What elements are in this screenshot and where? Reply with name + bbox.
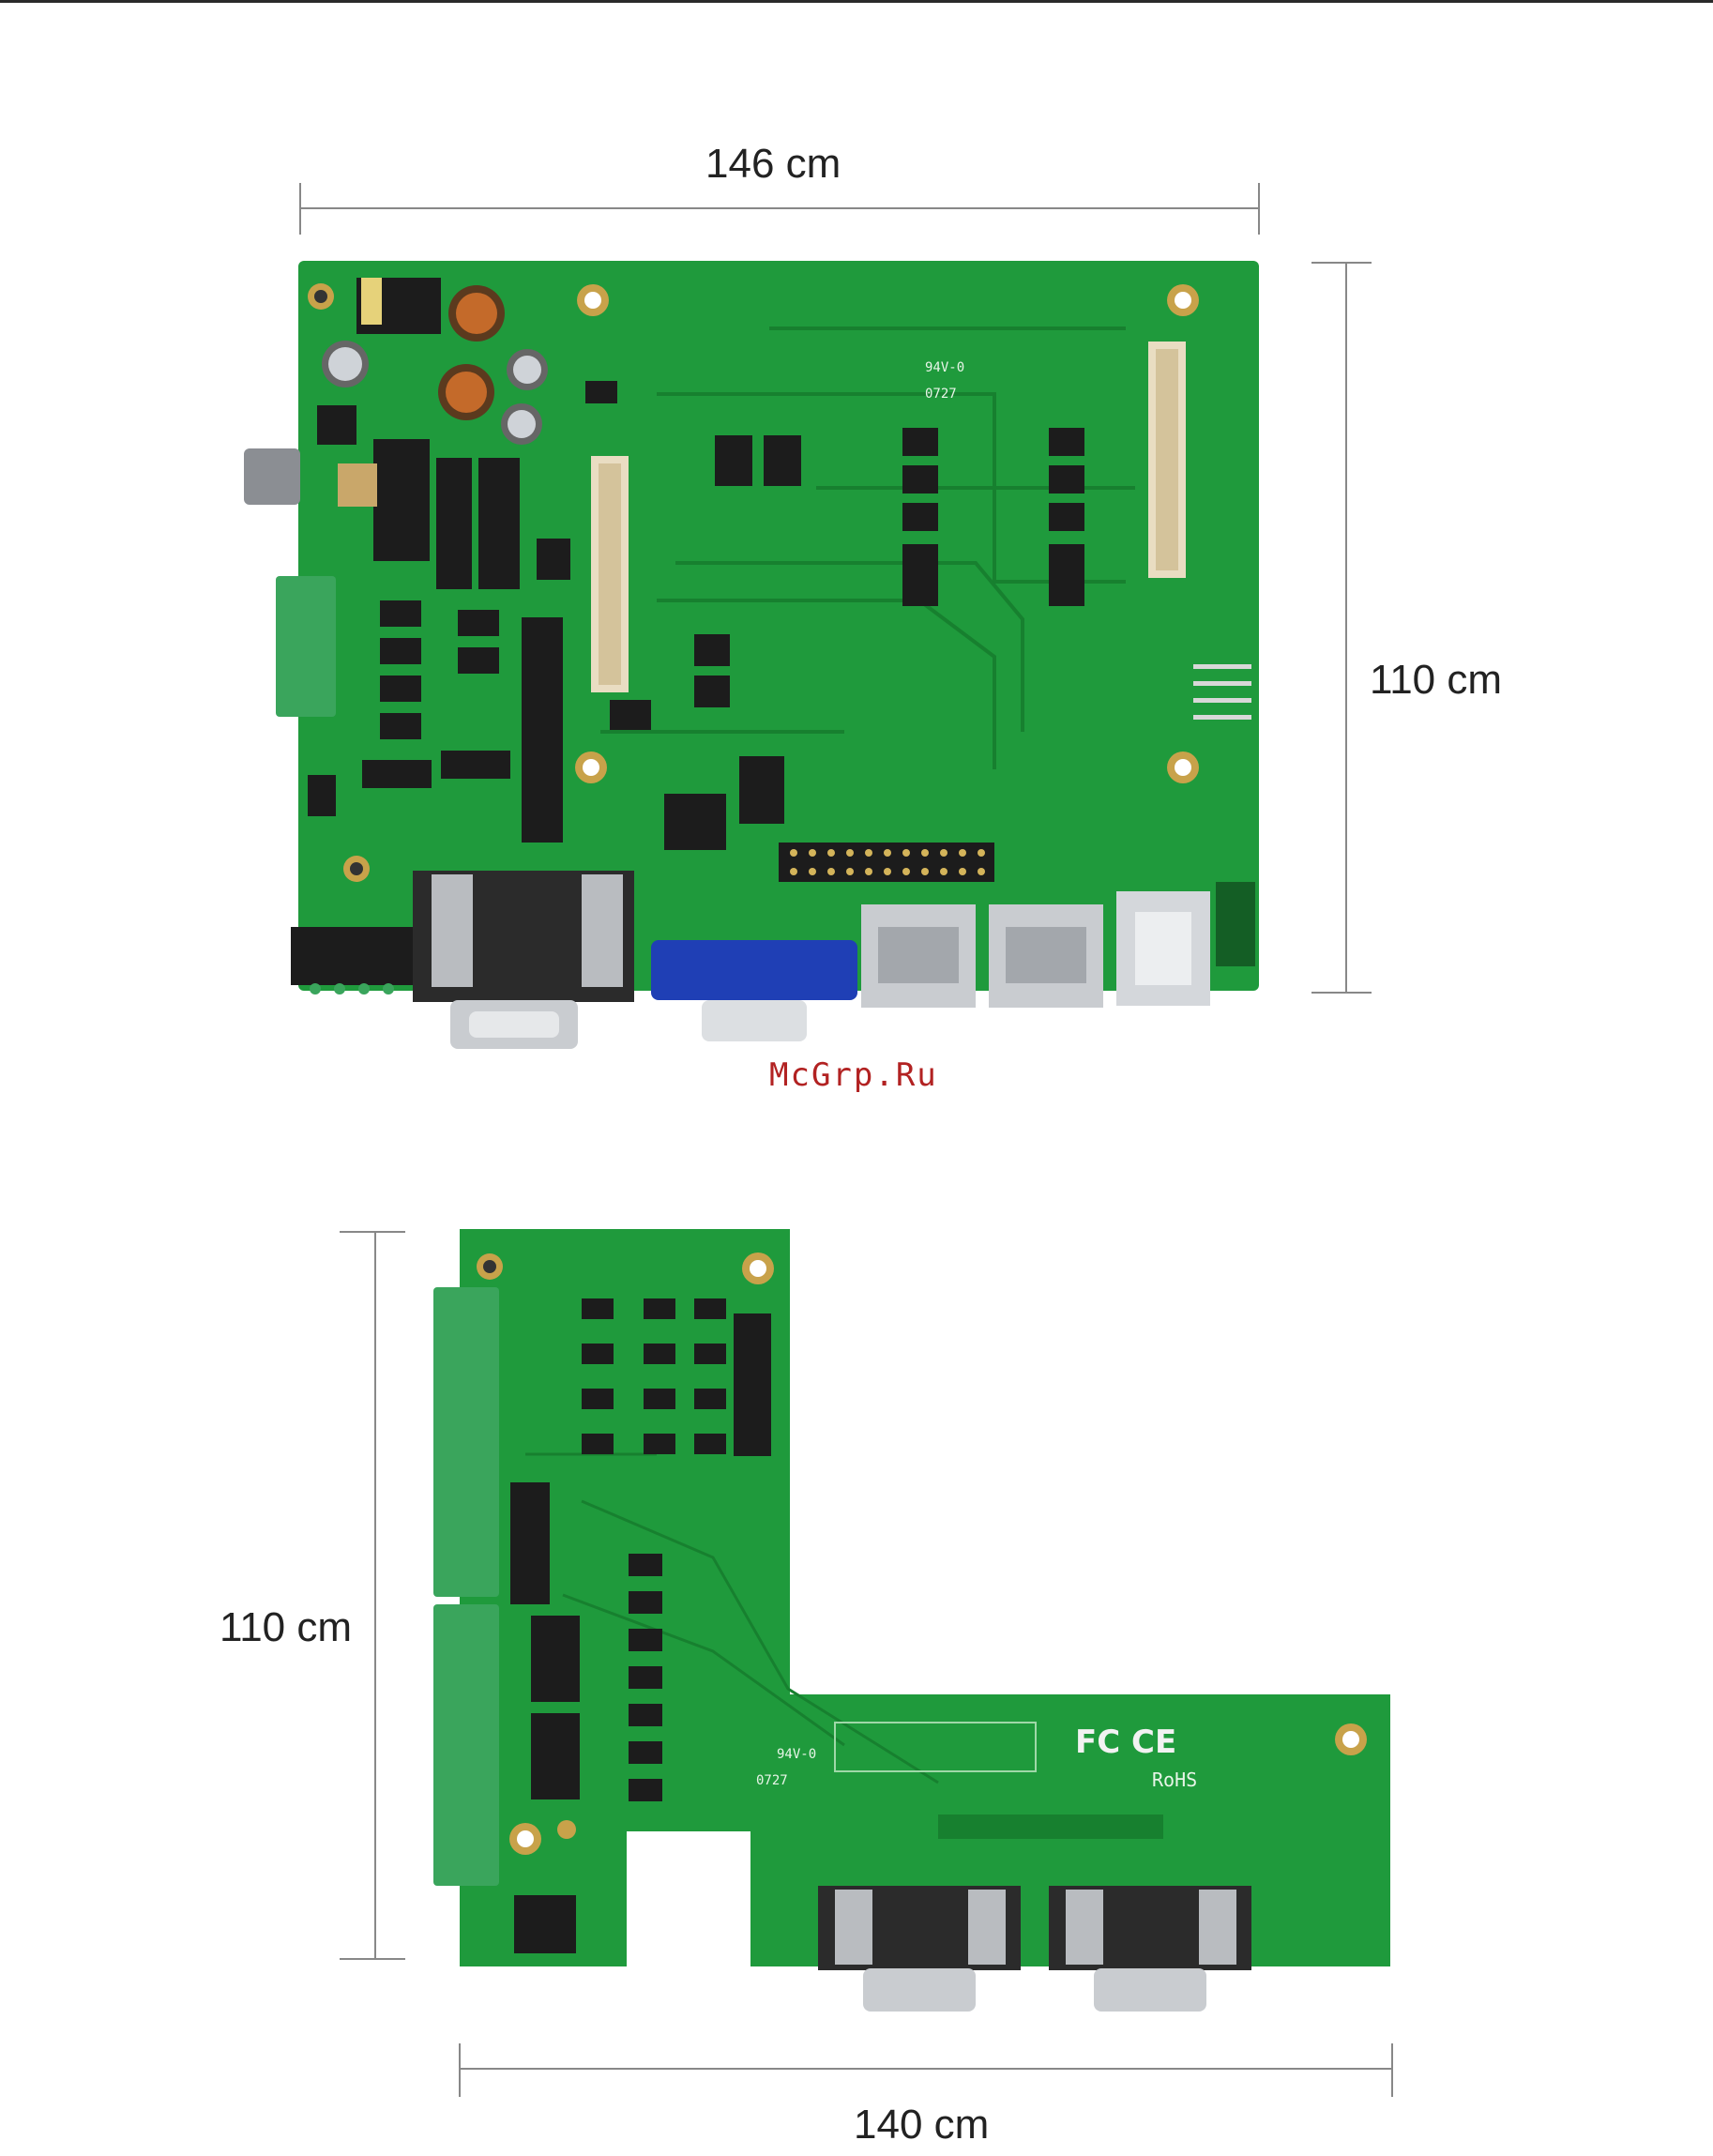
board2-ul-mark: 94V-0 bbox=[777, 1747, 816, 1762]
width-label-board2: 140 cm bbox=[854, 2102, 989, 2148]
terminal-block-lower bbox=[433, 1604, 499, 1886]
terminal-block bbox=[276, 576, 336, 717]
terminal-plugs bbox=[291, 927, 413, 985]
board1-ul-mark: 94V-0 bbox=[925, 360, 964, 375]
terminal-block-upper bbox=[433, 1287, 499, 1597]
watermark: McGrp.Ru bbox=[769, 1056, 938, 1094]
board2-date-mark: 0727 bbox=[756, 1773, 788, 1788]
terminal-plugs-2 bbox=[514, 1895, 576, 1953]
serial-port-1 bbox=[818, 1886, 1021, 2012]
main-board: 94V-0 0727 bbox=[244, 261, 1259, 1049]
height-label-board2: 110 cm bbox=[220, 1604, 352, 1651]
board1-date-mark: 0727 bbox=[925, 387, 957, 402]
io-board: 94V-0 0727 FC CE RoHS bbox=[433, 1229, 1390, 2012]
height-label-board1: 110 cm bbox=[1370, 657, 1502, 704]
serial-port bbox=[413, 871, 634, 1049]
vga-port bbox=[651, 940, 857, 1041]
width-label-board1: 146 cm bbox=[705, 141, 841, 188]
usb-port bbox=[1116, 891, 1210, 1006]
serial-port-2 bbox=[1049, 1886, 1251, 2012]
rohs-mark: RoHS bbox=[1152, 1769, 1197, 1791]
pin-header bbox=[779, 843, 994, 882]
certification-marks: FC CE bbox=[1075, 1723, 1176, 1761]
